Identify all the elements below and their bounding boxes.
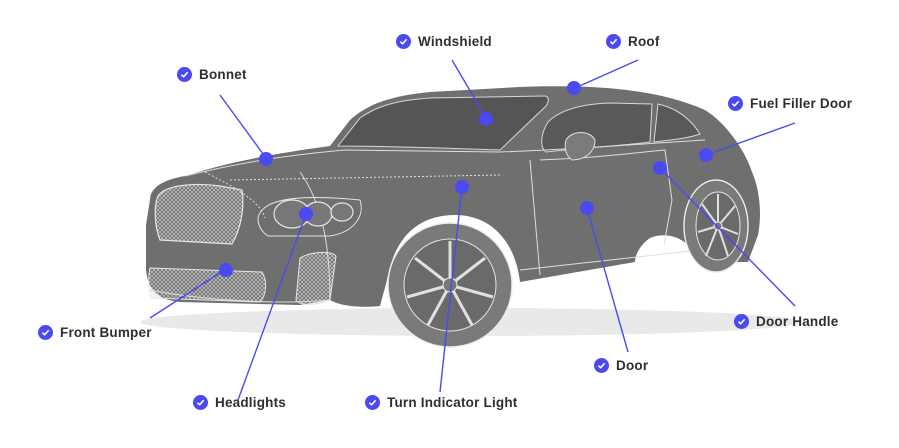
fog-light-intake <box>296 252 336 304</box>
leader-bonnet <box>220 95 266 158</box>
front-wheel <box>388 223 512 347</box>
check-circle-icon <box>193 395 208 410</box>
label-headlights: Headlights <box>193 395 286 410</box>
check-circle-icon <box>606 34 621 49</box>
dot-headlights <box>299 207 313 221</box>
label-windshield: Windshield <box>396 34 492 49</box>
label-door-handle: Door Handle <box>734 314 838 329</box>
label-roof: Roof <box>606 34 660 49</box>
check-circle-icon <box>177 67 192 82</box>
check-circle-icon <box>594 358 609 373</box>
leader-roof <box>575 60 638 88</box>
label-turn-indicator-light: Turn Indicator Light <box>365 395 517 410</box>
check-circle-icon <box>396 34 411 49</box>
dot-turn-indicator <box>455 180 469 194</box>
label-door: Door <box>594 358 648 373</box>
label-text: Windshield <box>418 34 492 49</box>
label-fuel-filler-door: Fuel Filler Door <box>728 96 852 111</box>
dot-bonnet <box>259 152 273 166</box>
label-text: Turn Indicator Light <box>387 395 517 410</box>
dot-door-handle <box>653 161 667 175</box>
dot-front-bumper <box>219 263 233 277</box>
label-front-bumper: Front Bumper <box>38 325 152 340</box>
label-text: Roof <box>628 34 660 49</box>
label-text: Door Handle <box>756 314 838 329</box>
label-text: Front Bumper <box>60 325 152 340</box>
label-bonnet: Bonnet <box>177 67 247 82</box>
label-text: Bonnet <box>199 67 247 82</box>
front-grille <box>155 184 243 244</box>
label-text: Door <box>616 358 648 373</box>
check-circle-icon <box>38 325 53 340</box>
dot-roof <box>567 81 581 95</box>
dot-door <box>580 201 594 215</box>
check-circle-icon <box>365 395 380 410</box>
label-text: Fuel Filler Door <box>750 96 852 111</box>
label-text: Headlights <box>215 395 286 410</box>
bumper-intake <box>149 268 266 302</box>
check-circle-icon <box>734 314 749 329</box>
check-circle-icon <box>728 96 743 111</box>
dot-fuel-filler <box>699 148 713 162</box>
dot-windshield <box>479 112 493 126</box>
